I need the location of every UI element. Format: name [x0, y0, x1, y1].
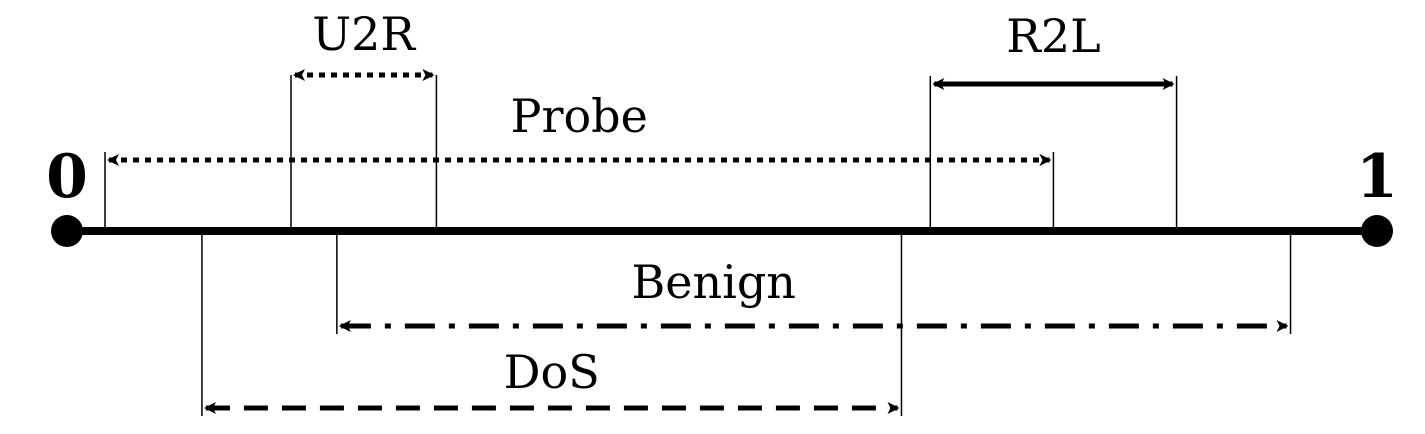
probe-range-label: Probe: [511, 89, 648, 143]
axis-start-label: 0: [46, 142, 88, 212]
dos-range-label: DoS: [504, 345, 600, 399]
u2r-range-label: U2R: [312, 7, 416, 61]
r2l-range-label: R2L: [1006, 9, 1100, 63]
axis-end-dot: [1361, 215, 1393, 247]
axis-start-dot: [51, 215, 83, 247]
benign-range-label: Benign: [631, 255, 795, 309]
axis-end-label: 1: [1356, 142, 1398, 212]
